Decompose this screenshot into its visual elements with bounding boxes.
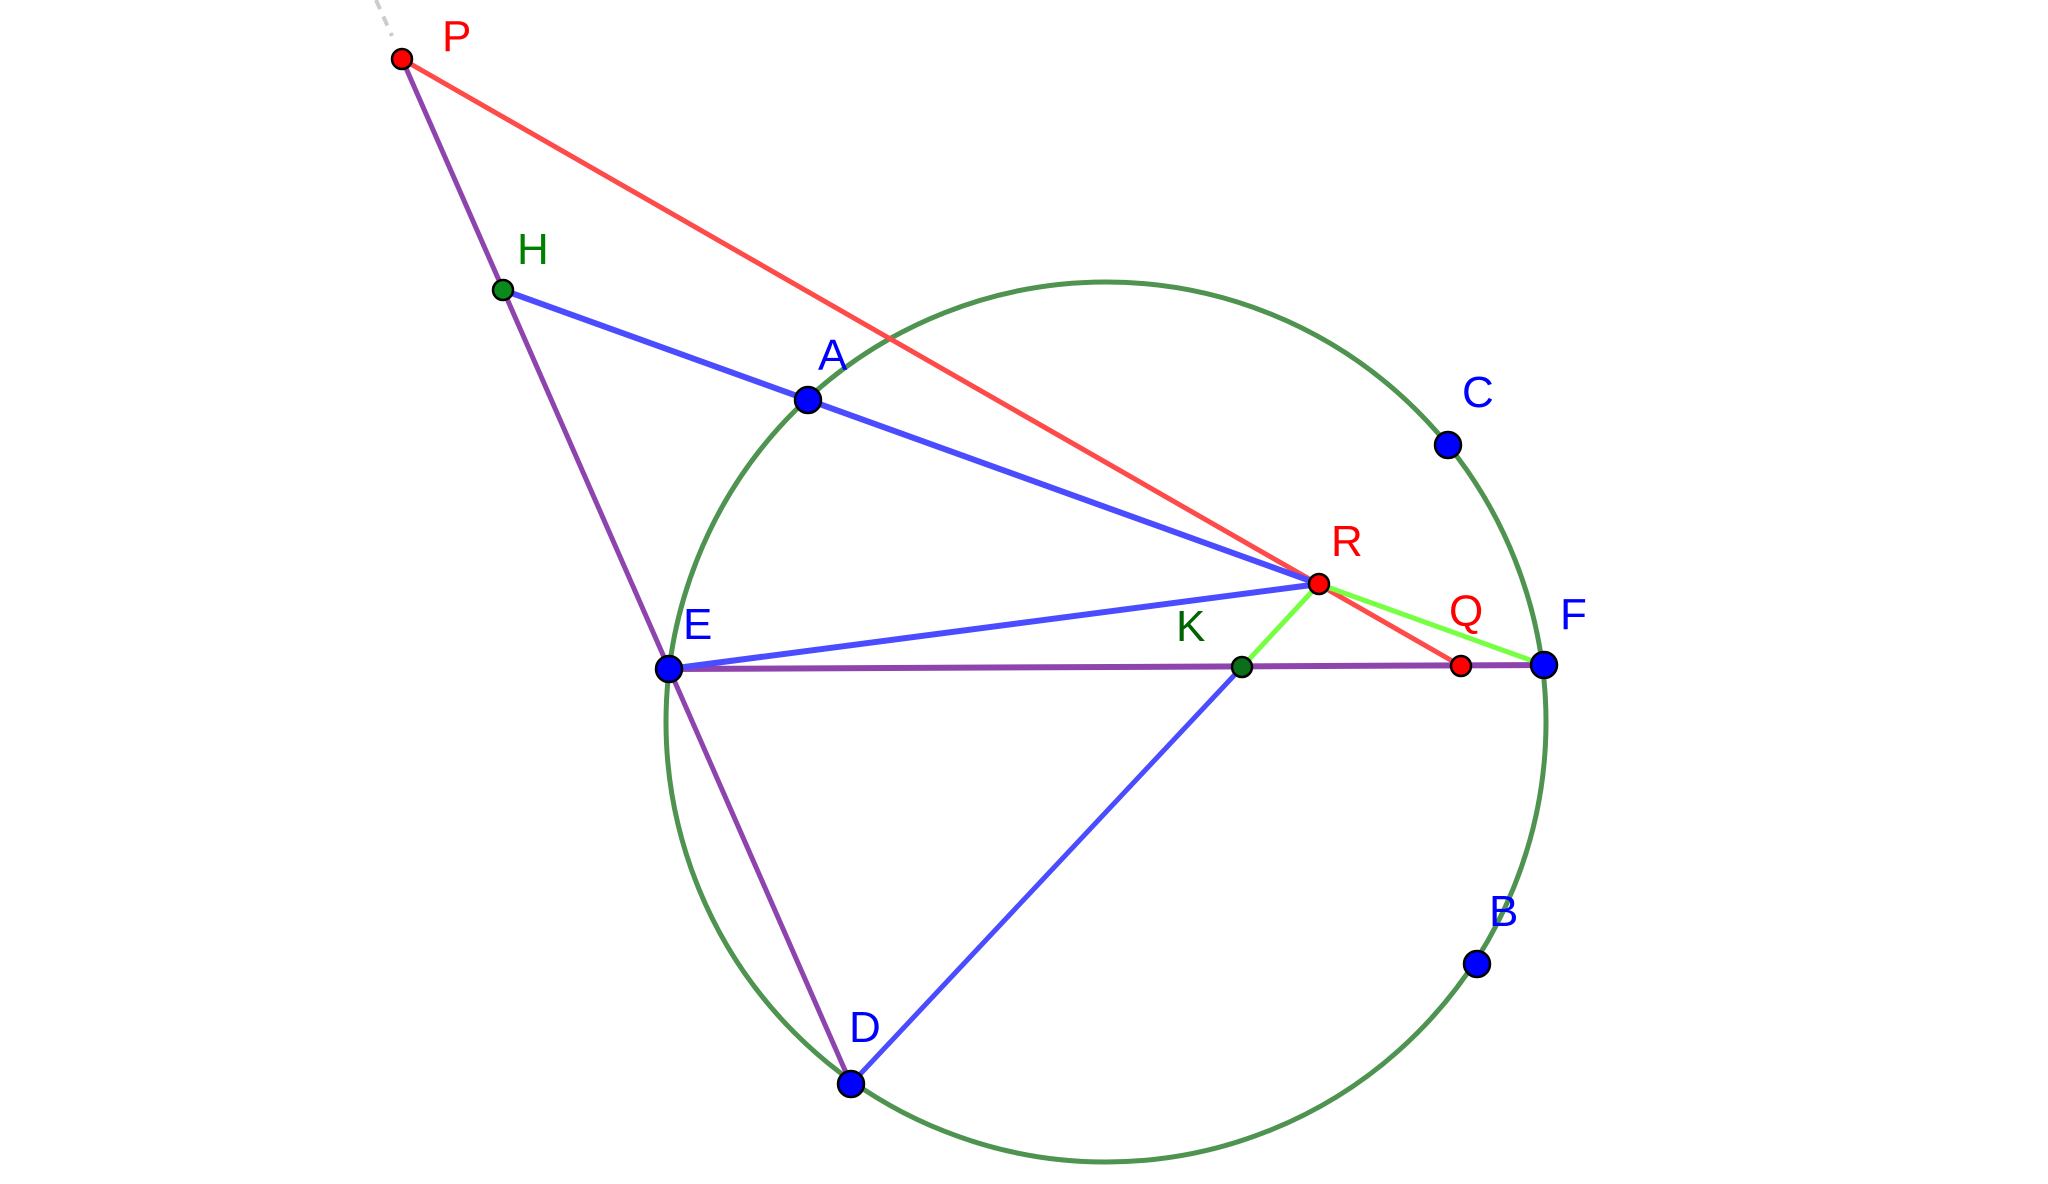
segment-ER	[666, 581, 1322, 672]
label-e: E	[683, 600, 712, 649]
label-f: F	[1560, 590, 1587, 639]
label-h: H	[517, 225, 549, 274]
label-r: R	[1331, 517, 1363, 566]
point-d	[836, 1069, 866, 1099]
point-k	[1230, 655, 1254, 679]
point-a	[793, 385, 823, 415]
point-b	[1462, 949, 1492, 979]
segment-RF	[1316, 581, 1547, 668]
line-PD	[399, 56, 854, 1087]
point-r	[1307, 572, 1331, 596]
line-PQ	[399, 56, 1464, 669]
segment-RK	[1239, 581, 1322, 670]
label-a: A	[818, 331, 848, 380]
circle	[663, 279, 1549, 1165]
segment-EF	[666, 662, 1547, 672]
point-c	[1433, 430, 1463, 460]
label-b: B	[1489, 887, 1518, 936]
segment-KD	[848, 664, 1245, 1087]
label-k: K	[1176, 602, 1205, 651]
dashed-extension-line	[374, 0, 394, 37]
point-h	[491, 278, 515, 302]
segment-HR	[500, 287, 1322, 587]
point-e	[654, 654, 684, 684]
point-p	[390, 47, 414, 71]
label-q: Q	[1449, 587, 1483, 636]
point-q	[1449, 654, 1473, 678]
label-p: P	[442, 12, 471, 61]
point-f	[1529, 650, 1559, 680]
label-c: C	[1462, 368, 1494, 417]
label-d: D	[849, 1003, 881, 1052]
